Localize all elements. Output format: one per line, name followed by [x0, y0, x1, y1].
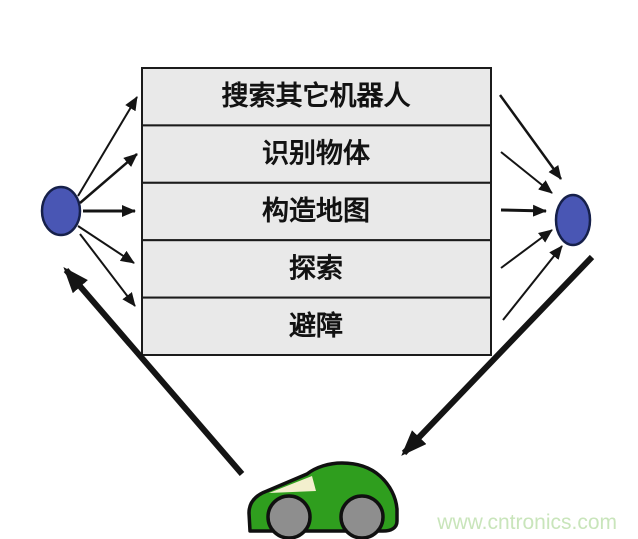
behavior-box-label: 搜索其它机器人 [222, 80, 411, 112]
arrow-behavior-1-to-output [498, 94, 563, 180]
car-windshield [269, 476, 316, 493]
arrow-sensor-to-behavior-5 [79, 233, 136, 307]
behavior-stack: 搜索其它机器人 识别物体 构造地图 探索 避障 [141, 67, 492, 357]
arrow-sensor-to-behavior-2 [79, 153, 138, 204]
behavior-box-search-robots [141, 67, 492, 127]
behavior-box-explore [141, 239, 492, 299]
sensor-to-behavior-arrows [77, 96, 138, 307]
behavior-to-output-arrows [498, 94, 563, 321]
arrow-behavior-3-to-output [500, 204, 547, 217]
arrow-output-to-robot [401, 254, 595, 456]
watermark-text: www.cntronics.com [436, 511, 617, 534]
car-wheel-front [266, 494, 312, 539]
behavior-box-label: 探索 [289, 253, 343, 284]
sensor-input-node [40, 185, 82, 237]
behavior-box-label: 避障 [289, 310, 343, 342]
arrow-behavior-5-to-output [502, 245, 563, 321]
arrow-sensor-to-behavior-4 [77, 225, 135, 264]
behavior-box-build-map [141, 181, 492, 242]
behavior-box-identify-objects [141, 124, 492, 184]
arrow-behavior-2-to-output [500, 151, 553, 194]
behavior-box-avoid-obstacles [141, 296, 492, 357]
arrow-behavior-4-to-output [500, 229, 553, 269]
robot-car [247, 461, 399, 539]
car-wheel-rear [339, 494, 385, 539]
behavior-box-label: 构造地图 [262, 196, 370, 227]
arrow-sensor-to-behavior-1 [77, 96, 138, 197]
arrow-robot-to-sensor [63, 266, 245, 476]
behavior-output-node [554, 193, 592, 247]
behavior-box-label: 识别物体 [262, 139, 371, 170]
